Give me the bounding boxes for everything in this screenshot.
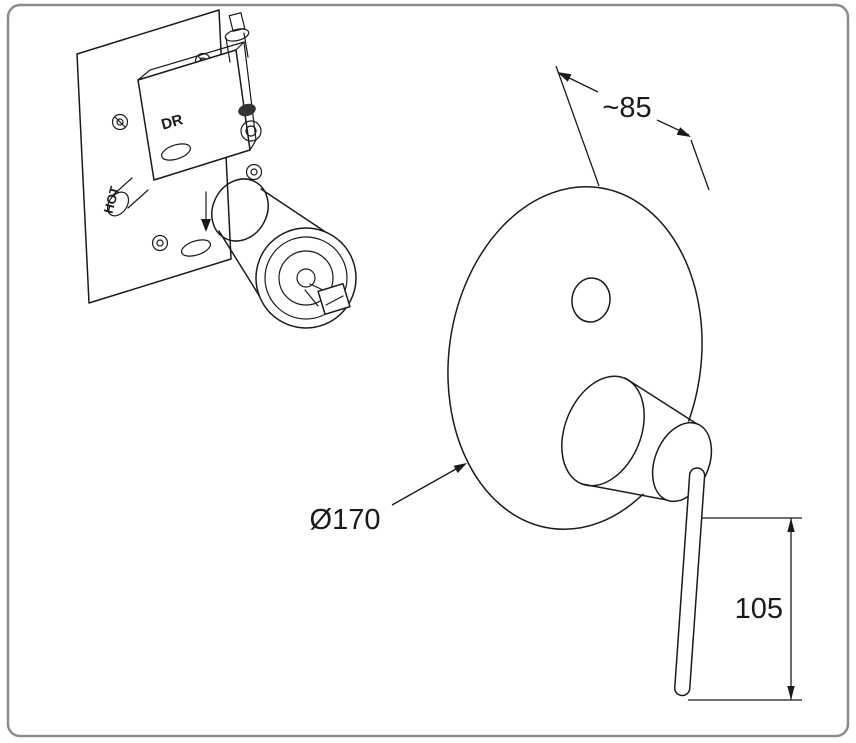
valve-body-top-edge (137, 41, 245, 81)
dim-diameter-label: Ø170 (310, 504, 381, 536)
valve-dr-label: DR (159, 111, 185, 133)
concealed-valve-assembly: DR HOT (76, 9, 357, 329)
flow-arrow (201, 191, 211, 232)
check-valve (238, 103, 262, 142)
mounting-plate (76, 9, 232, 304)
dimension-depth: ~85 (555, 65, 710, 191)
cartridge (211, 178, 357, 329)
arrow-right (676, 127, 691, 137)
dim-depth-label: ~85 (602, 92, 651, 124)
cartridge-face (255, 227, 357, 329)
ext-line-handle (690, 139, 710, 191)
cartridge-stem (304, 282, 351, 316)
valve-body (137, 49, 251, 181)
arrow-left (557, 72, 572, 82)
dim-lever-label: 105 (735, 593, 783, 625)
dimension-lever-length: 105 (688, 517, 802, 701)
trim-assembly (447, 186, 713, 697)
leader-arrow (453, 463, 467, 473)
top-port (224, 12, 250, 63)
page-border (6, 3, 850, 738)
fixing-tabs (160, 143, 212, 257)
ext-line-plate (555, 65, 600, 187)
valve-hot-label: HOT (101, 185, 123, 215)
dimension-diameter: Ø170 (310, 463, 467, 536)
arrow-down (787, 686, 795, 700)
leader-line (391, 468, 457, 506)
dimensions: ~85 Ø170 105 (310, 65, 802, 701)
lever-rod (674, 467, 706, 697)
diverter-knob (571, 277, 611, 323)
arrow-up (787, 518, 795, 532)
cartridge-collar (211, 178, 269, 242)
hot-inlet (106, 177, 149, 217)
